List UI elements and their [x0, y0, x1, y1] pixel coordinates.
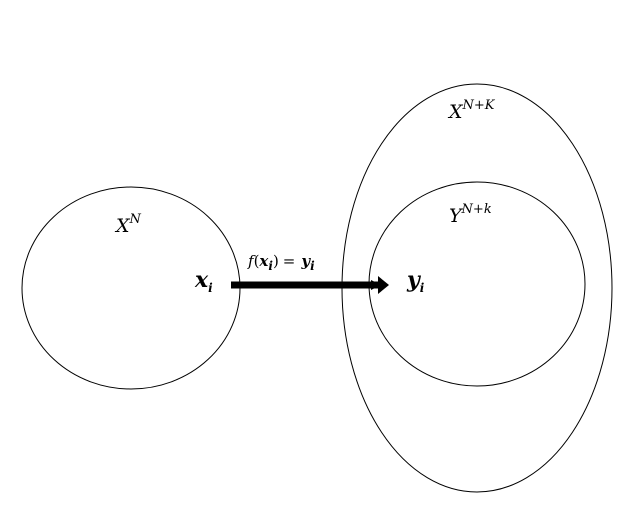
source-point-label: xi — [194, 267, 213, 295]
target-point-label: yi — [406, 267, 425, 295]
mapping-equation: f(xi)=yi — [247, 252, 315, 273]
mapping-arrowhead — [378, 276, 389, 294]
domain-set-label: XN — [114, 212, 142, 237]
codomain-set-label: XN+K — [447, 98, 496, 123]
image-set-label: YN+k — [449, 202, 492, 227]
